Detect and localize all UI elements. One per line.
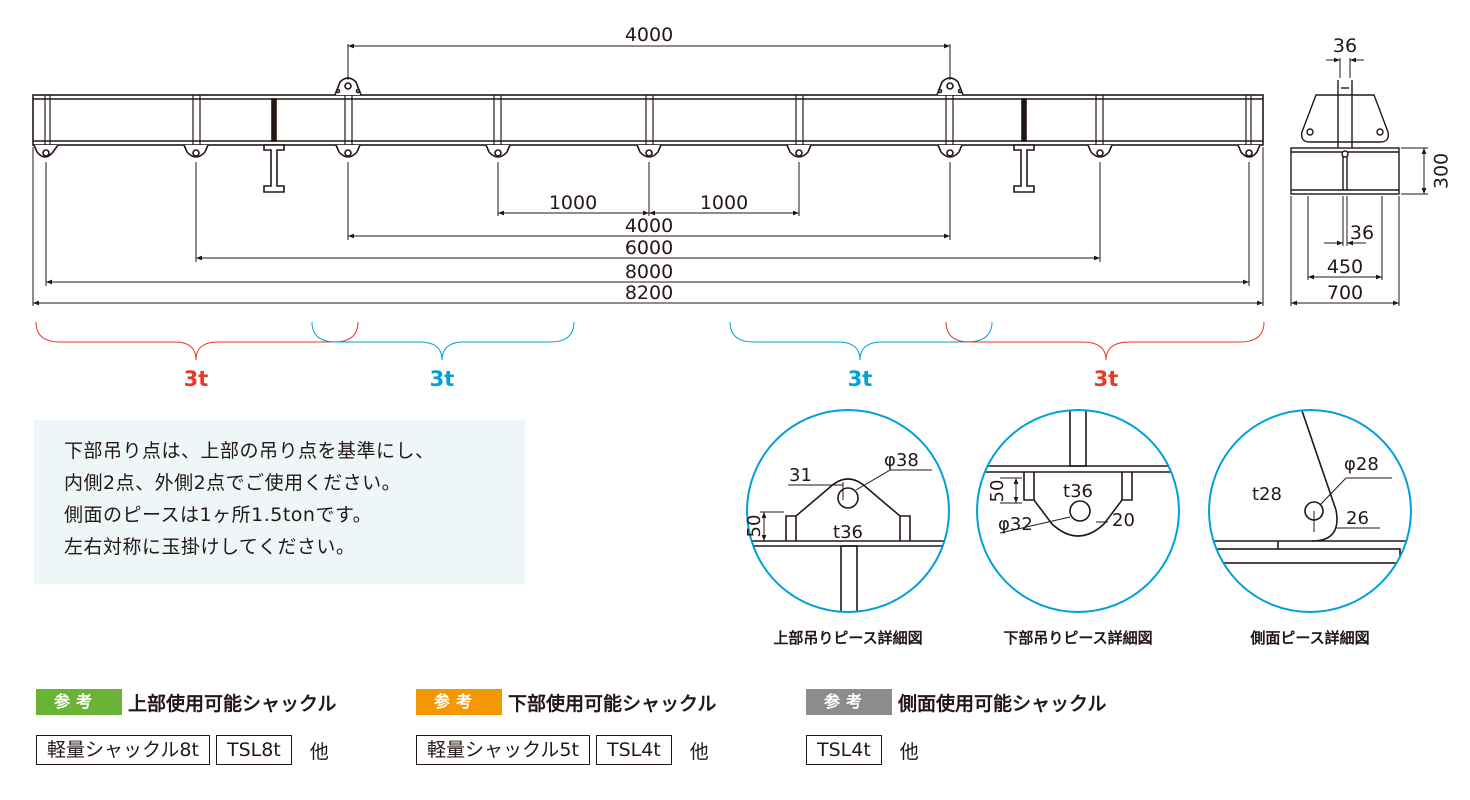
dim-4000: 4000 bbox=[625, 215, 673, 237]
model-box: 軽量シャックル5t bbox=[416, 735, 590, 765]
lower-t: t36 bbox=[1063, 481, 1093, 502]
load-label-left-blue: 3t bbox=[430, 367, 455, 391]
reference-side-shackles: 参考 側面使用可能シャックル TSL4t 他 bbox=[806, 688, 1106, 765]
side-dim-width: 700 bbox=[1327, 282, 1363, 304]
front-dimensions bbox=[32, 43, 1264, 306]
beam-front-view bbox=[32, 77, 1264, 193]
caption-lower: 下部吊りピース詳細図 bbox=[1003, 629, 1152, 647]
dim-inner-right: 1000 bbox=[700, 192, 748, 214]
dim-8000: 8000 bbox=[625, 261, 673, 283]
reference-title: 下部使用可能シャックル bbox=[508, 692, 717, 715]
reference-upper-shackles: 参考 上部使用可能シャックル 軽量シャックル8t TSL8t 他 bbox=[36, 688, 336, 765]
lower-w: 20 bbox=[1112, 510, 1135, 531]
usage-note-box: 下部吊り点は、上部の吊り点を基準にし、 内側2点、外側2点でご使用ください。 側… bbox=[34, 420, 525, 584]
reference-lower-shackles: 参考 下部使用可能シャックル 軽量シャックル5t TSL4t 他 bbox=[416, 688, 716, 765]
reference-title: 側面使用可能シャックル bbox=[898, 692, 1107, 715]
detail-side-piece: φ28 t28 26 側面ピース詳細図 bbox=[1208, 409, 1412, 647]
detail-upper-piece: 31 φ38 50 t36 上部吊りピース詳細図 bbox=[744, 409, 950, 647]
caption-side: 側面ピース詳細図 bbox=[1249, 629, 1369, 647]
upper-w: 31 bbox=[789, 465, 812, 486]
lower-hole: φ32 bbox=[998, 514, 1033, 535]
reference-tag: 参考 bbox=[416, 689, 502, 715]
reference-title: 上部使用可能シャックル bbox=[128, 692, 337, 715]
model-box: TSL4t bbox=[595, 735, 672, 765]
model-box: TSL4t bbox=[806, 735, 882, 765]
upper-hole: φ38 bbox=[884, 450, 919, 471]
dim-top-span: 4000 bbox=[625, 24, 673, 46]
note-line-1: 下部吊り点は、上部の吊り点を基準にし、 bbox=[64, 440, 435, 462]
side-dim-top: 36 bbox=[1333, 35, 1357, 57]
reference-tag: 参考 bbox=[806, 689, 892, 715]
load-label-left-red: 3t bbox=[184, 367, 209, 391]
side-dimensions bbox=[1290, 57, 1428, 306]
beam-side-view bbox=[1290, 80, 1400, 195]
dim-8200: 8200 bbox=[625, 282, 673, 304]
side-hole: φ28 bbox=[1344, 454, 1379, 475]
note-line-2: 内側2点、外側2点でご使用ください。 bbox=[64, 472, 402, 494]
lower-h: 50 bbox=[987, 480, 1008, 503]
model-box: TSL8t bbox=[215, 735, 292, 765]
side-dim-mid: 450 bbox=[1327, 256, 1363, 278]
note-line-3: 側面のピースは1ヶ所1.5tonです。 bbox=[64, 504, 373, 526]
side-t: t28 bbox=[1252, 484, 1282, 505]
dim-6000: 6000 bbox=[625, 237, 673, 259]
upper-t: t36 bbox=[833, 522, 863, 543]
side-w: 26 bbox=[1346, 508, 1369, 529]
model-box: 軽量シャックル8t bbox=[36, 735, 210, 765]
model-etc: 他 bbox=[309, 740, 329, 763]
side-dim-inner: 36 bbox=[1350, 222, 1374, 244]
side-dim-height: 300 bbox=[1431, 153, 1453, 189]
detail-lower-piece: 50 t36 φ32 20 下部吊りピース詳細図 bbox=[976, 409, 1180, 647]
model-etc: 他 bbox=[899, 740, 919, 763]
load-braces bbox=[35, 321, 1265, 361]
front-dimension-labels: 4000 1000 1000 4000 6000 8000 8200 bbox=[549, 24, 748, 304]
caption-upper: 上部吊りピース詳細図 bbox=[773, 629, 922, 647]
technical-drawing: 4000 1000 1000 4000 6000 8000 8200 3t 3t… bbox=[32, 24, 1453, 647]
load-label-right-blue: 3t bbox=[848, 367, 873, 391]
load-label-right-red: 3t bbox=[1094, 367, 1119, 391]
note-line-4: 左右対称に玉掛けしてください。 bbox=[64, 536, 356, 558]
reference-tag: 参考 bbox=[36, 689, 122, 715]
upper-h: 50 bbox=[744, 515, 765, 538]
dim-inner-left: 1000 bbox=[549, 192, 597, 214]
side-dimension-labels: 36 300 36 450 700 bbox=[1327, 35, 1453, 304]
model-etc: 他 bbox=[689, 740, 709, 763]
